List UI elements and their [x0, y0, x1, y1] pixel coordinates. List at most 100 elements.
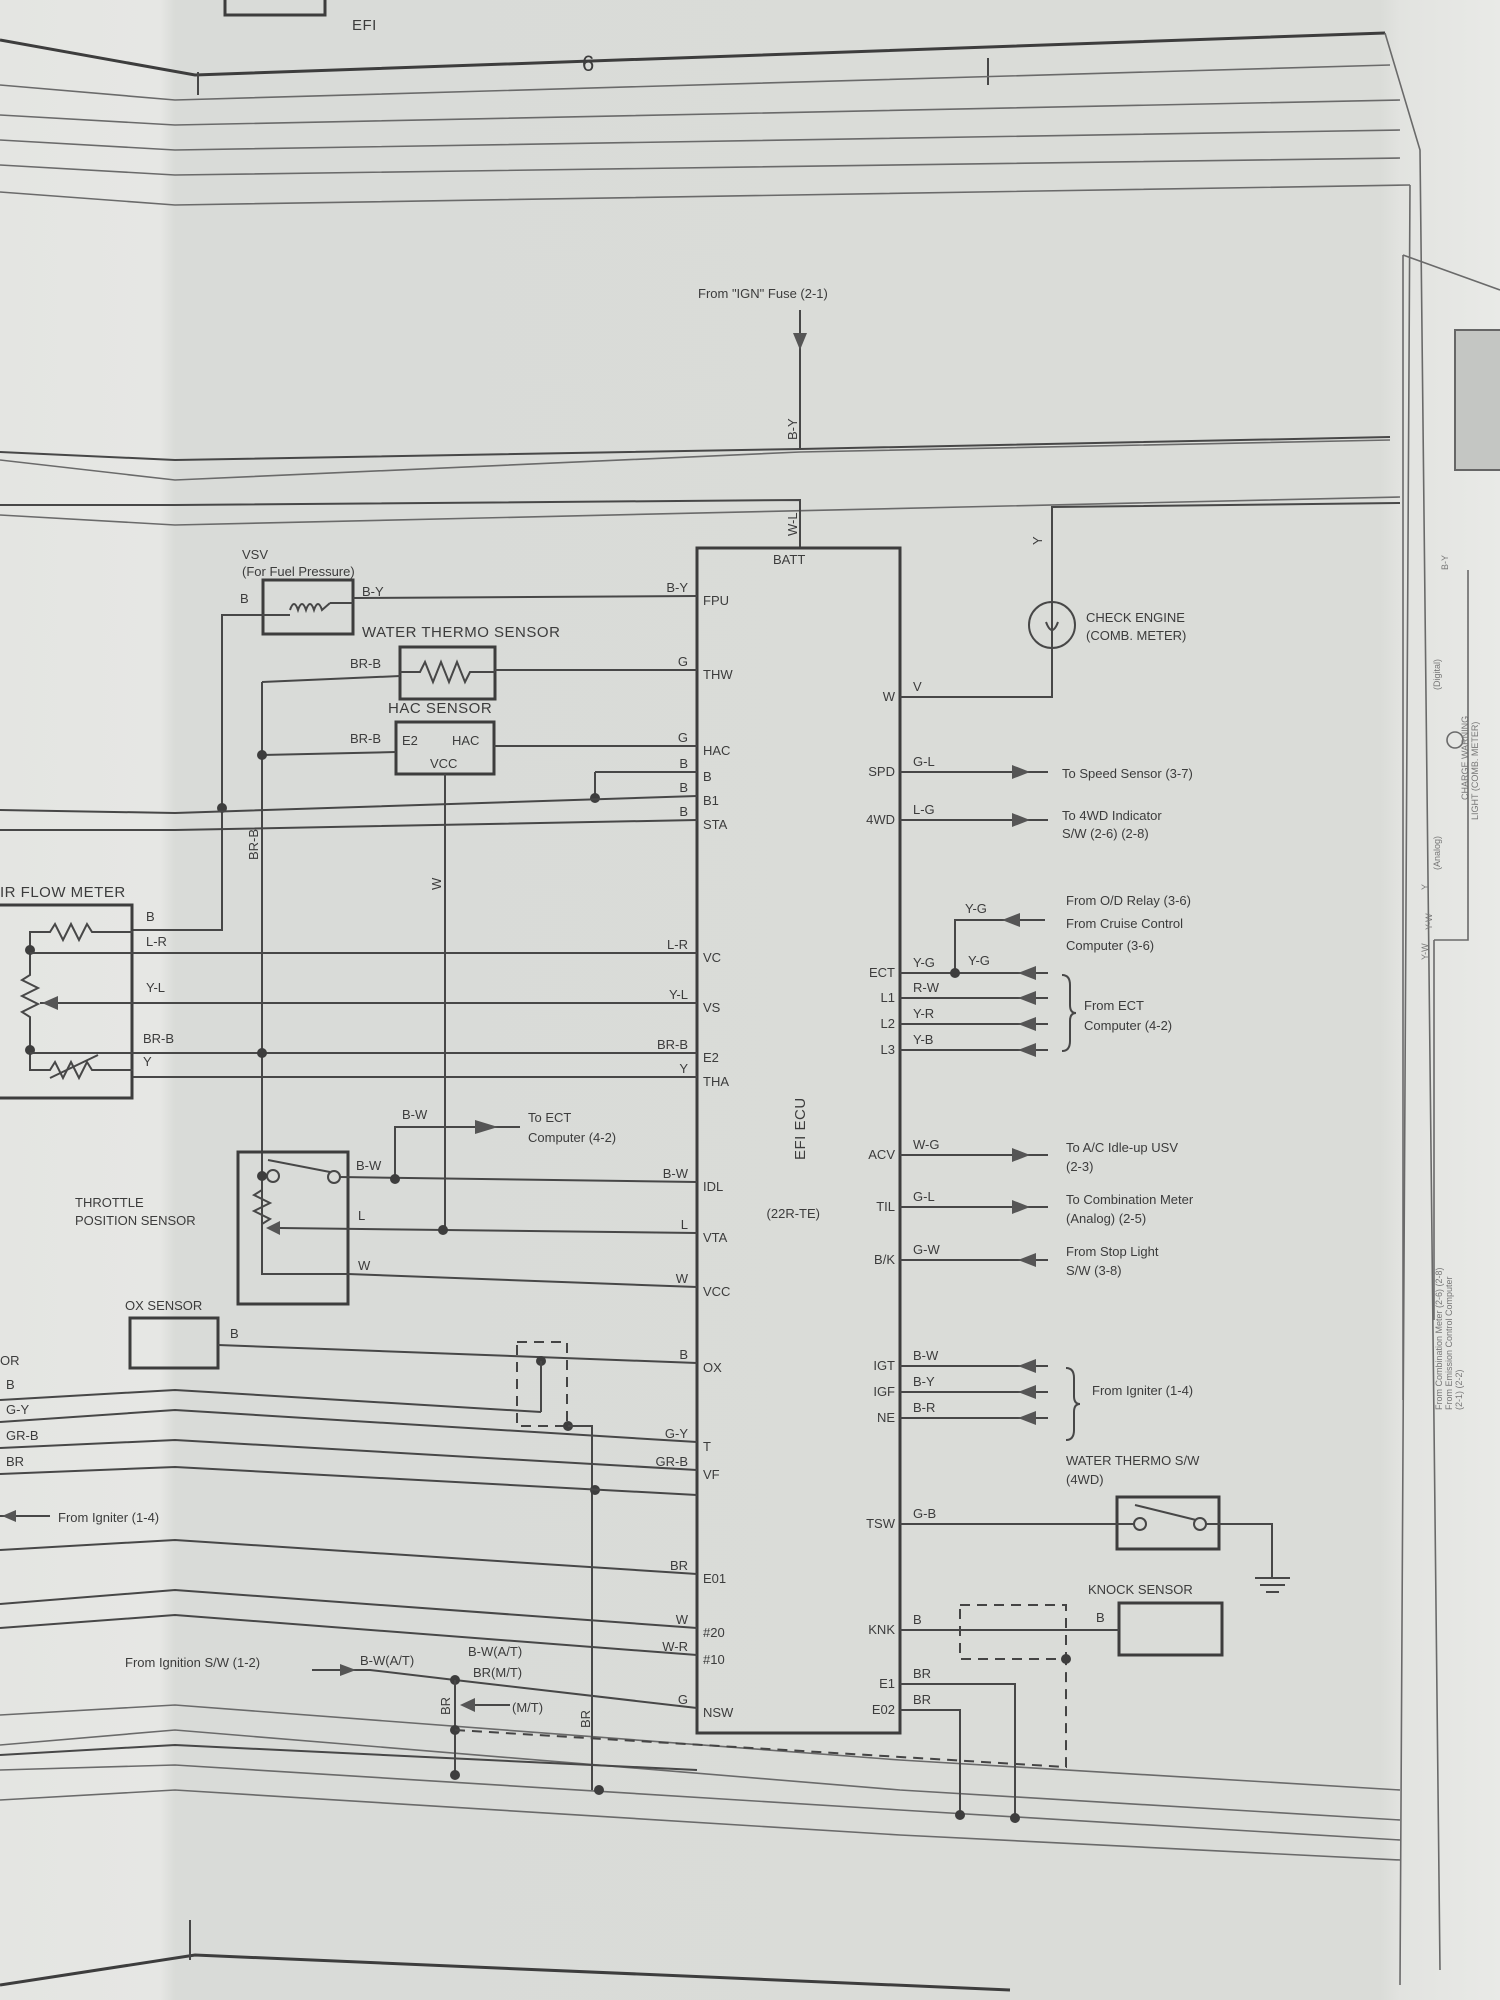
wire-b-w-at-2: B-W(A/T)	[468, 1644, 522, 1659]
edge-wire-gr-b: GR-B	[6, 1428, 39, 1443]
dest-ac-1: To A/C Idle-up USV	[1066, 1140, 1178, 1155]
ecu-pin-igt: IGT	[873, 1358, 895, 1373]
ecu-pin-bk: B/K	[874, 1252, 895, 1267]
wire-color-label: L	[681, 1217, 688, 1232]
vsv-fuel-pressure: VSV (For Fuel Pressure) B B-Y	[133, 547, 698, 931]
ecu-pin-ne: NE	[877, 1410, 895, 1425]
wire-color-label: B	[679, 780, 688, 795]
rp-charge-2: LIGHT (COMB. METER)	[1470, 722, 1480, 820]
wire-color-label: B-Y	[913, 1374, 935, 1389]
wire-color-label: B-Y	[666, 580, 688, 595]
wire-y: Y	[1030, 536, 1045, 545]
brace-icon	[1061, 974, 1077, 1052]
rp-from-3: (2-1) (2-2)	[1454, 1369, 1464, 1410]
ecu-pin-l1: L1	[881, 990, 895, 1005]
arrow-left-icon	[1018, 1385, 1036, 1399]
section-label: EFI	[352, 17, 377, 34]
ecu-pin-thw: THW	[703, 667, 733, 682]
branch-wire-b-w: B-W	[402, 1107, 428, 1122]
rp-from-1: From Combination Meter (2-6) (2-8)	[1434, 1267, 1444, 1410]
thermo-sw-subtitle: (4WD)	[1066, 1472, 1104, 1487]
left-edge-wires: OR B G-Y GR-B BR From Igniter (1-4)	[0, 1353, 698, 1771]
til-note: (22R-TE)	[767, 1206, 820, 1221]
ecu-pin-nsw: NSW	[703, 1705, 734, 1720]
check-engine-lamp: Y CHECK ENGINE (COMB. METER)	[900, 502, 1401, 698]
adjacent-page: B-Y (Digital) CHARGE WARNING LIGHT (COMB…	[1402, 254, 1500, 1410]
wire-w: W	[429, 877, 444, 890]
dest-comb-meter-2: (Analog) (2-5)	[1066, 1211, 1146, 1226]
vsv-wire-b-y: B-Y	[362, 584, 384, 599]
hac-terminal-vcc: VCC	[430, 756, 457, 771]
throttle-position-sensor: THROTTLE POSITION SENSOR B-W L W B-W To …	[75, 1107, 698, 1306]
wire-w-l: W-L	[785, 512, 800, 536]
edge-wire-br: BR	[6, 1454, 24, 1469]
ign-fuse-source: From "IGN" Fuse (2-1)	[698, 286, 828, 301]
vsv-title: VSV	[242, 547, 268, 562]
arrow-left-icon	[1018, 1411, 1036, 1425]
dest-igniter: From Igniter (1-4)	[1092, 1383, 1193, 1398]
wire-color-label: GR-B	[656, 1454, 689, 1469]
wire-color-label: B	[679, 756, 688, 771]
ecu-pin-spd: SPD	[868, 764, 895, 779]
to-ect-1: To ECT	[528, 1110, 571, 1125]
dest-cruise-1: From Cruise Control	[1066, 916, 1183, 931]
dest-speed-sensor: To Speed Sensor (3-7)	[1062, 766, 1193, 781]
ecu-pin-l2: L2	[881, 1016, 895, 1031]
ecu-pin-vc: VC	[703, 950, 721, 965]
ignition-switch-circuit: From Ignition S/W (1-2) B-W(A/T) B-W(A/T…	[125, 1644, 1067, 1780]
to-ect-2: Computer (4-2)	[528, 1130, 616, 1145]
check-engine-subtitle: (COMB. METER)	[1086, 628, 1186, 643]
arrow-right-icon	[1012, 1148, 1030, 1162]
lamp-icon	[1028, 601, 1076, 649]
arrow-left-icon	[1018, 966, 1036, 980]
efi-ecu: BATT EFI ECU (22R-TE) FPUB-YTHWGHACGBBB1…	[656, 546, 1048, 1735]
edge-wire-g-y: G-Y	[6, 1402, 29, 1417]
dest-stop-light-2: S/W (3-8)	[1066, 1263, 1122, 1278]
hac-sensor: HAC SENSOR E2 HAC VCC BR-B W BR-B	[0, 700, 698, 1230]
wire-color-label: W	[676, 1271, 689, 1286]
ecu-pin-til: TIL	[876, 1199, 895, 1214]
tps-wire-l: L	[358, 1208, 365, 1223]
dest-comb-meter-1: To Combination Meter	[1066, 1192, 1194, 1207]
arrow-left-icon	[1018, 1253, 1036, 1267]
ecu-pin-vf: VF	[703, 1467, 720, 1482]
wire-color-label: V	[913, 679, 922, 694]
ect-yg-right: Y-G	[968, 953, 990, 968]
ecu-pin-vta: VTA	[703, 1230, 728, 1245]
wire-color-label: G	[678, 1692, 688, 1707]
wire-color-label: Y-L	[669, 987, 688, 1002]
ecu-pin-vcc: VCC	[703, 1284, 730, 1299]
rp-from-2: From Emission Control Computer	[1444, 1276, 1454, 1410]
vsv-wire-b: B	[240, 591, 249, 606]
rp-y-w-2: Y-W	[1420, 943, 1430, 960]
from-igniter-left: From Igniter (1-4)	[58, 1510, 159, 1525]
tps-wire-b-w: B-W	[356, 1158, 382, 1173]
wire-br-mt: BR(M/T)	[473, 1665, 522, 1680]
ecu-pin-l3: L3	[881, 1042, 895, 1057]
dest-4wd-2: S/W (2-6) (2-8)	[1062, 826, 1149, 841]
wire-color-label: G-L	[913, 754, 935, 769]
ecu-pin-knk: KNK	[868, 1622, 895, 1637]
dest-4wd-1: To 4WD Indicator	[1062, 808, 1162, 823]
wire-color-label: L-R	[667, 937, 688, 952]
arrow-left-icon	[1018, 1017, 1036, 1031]
ecu-pin-ect: ECT	[869, 965, 895, 980]
wire-color-label: Y-G	[913, 955, 935, 970]
hac-terminal-e2: E2	[402, 733, 418, 748]
ecu-pin-4wd: 4WD	[866, 812, 895, 827]
tps-title-1: THROTTLE	[75, 1195, 144, 1210]
wire-color-label: B-W	[663, 1166, 689, 1181]
wire-color-label: BR	[913, 1666, 931, 1681]
arrow-right-icon	[1012, 1200, 1030, 1214]
ox-wire-b: B	[230, 1326, 239, 1341]
rp-digital: (Digital)	[1432, 659, 1442, 690]
ecu-pin-e2: E2	[703, 1050, 719, 1065]
wire-color-label: G	[678, 730, 688, 745]
ecu-pin-sta: STA	[703, 817, 728, 832]
edge-wire-b: B	[6, 1377, 15, 1392]
afm-wire-y-l: Y-L	[146, 980, 165, 995]
water-thermo-title: WATER THERMO SENSOR	[362, 624, 560, 641]
wire-br-b: BR-B	[350, 731, 381, 746]
ecu-box	[695, 546, 902, 1735]
